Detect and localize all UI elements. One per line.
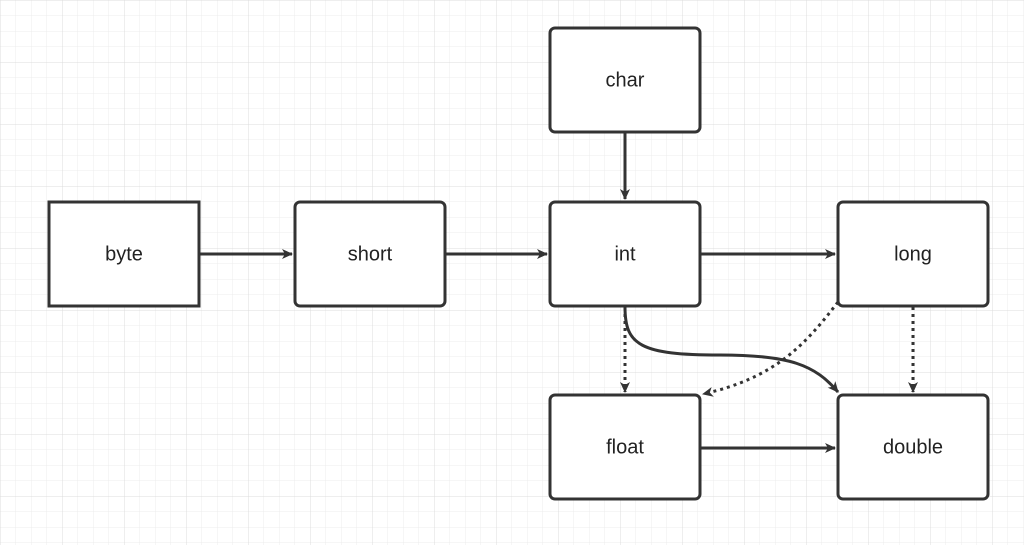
node-double: double: [836, 393, 990, 501]
node-char: char: [548, 26, 702, 134]
node-int-label: int: [614, 243, 636, 265]
node-double-label: double: [883, 436, 943, 458]
edge-int-double: [623, 306, 840, 393]
node-char-label: char: [606, 69, 645, 91]
node-float-label: float: [606, 436, 644, 458]
node-long-label: long: [894, 243, 932, 265]
node-short-label: short: [348, 243, 393, 265]
node-long: long: [836, 200, 990, 308]
node-byte: byte: [47, 200, 201, 308]
edge-long-float: [702, 301, 840, 397]
edges: [199, 132, 918, 453]
node-int: int: [548, 200, 702, 308]
node-byte-label: byte: [105, 243, 143, 265]
node-short: short: [293, 200, 447, 308]
node-float: float: [548, 393, 702, 501]
